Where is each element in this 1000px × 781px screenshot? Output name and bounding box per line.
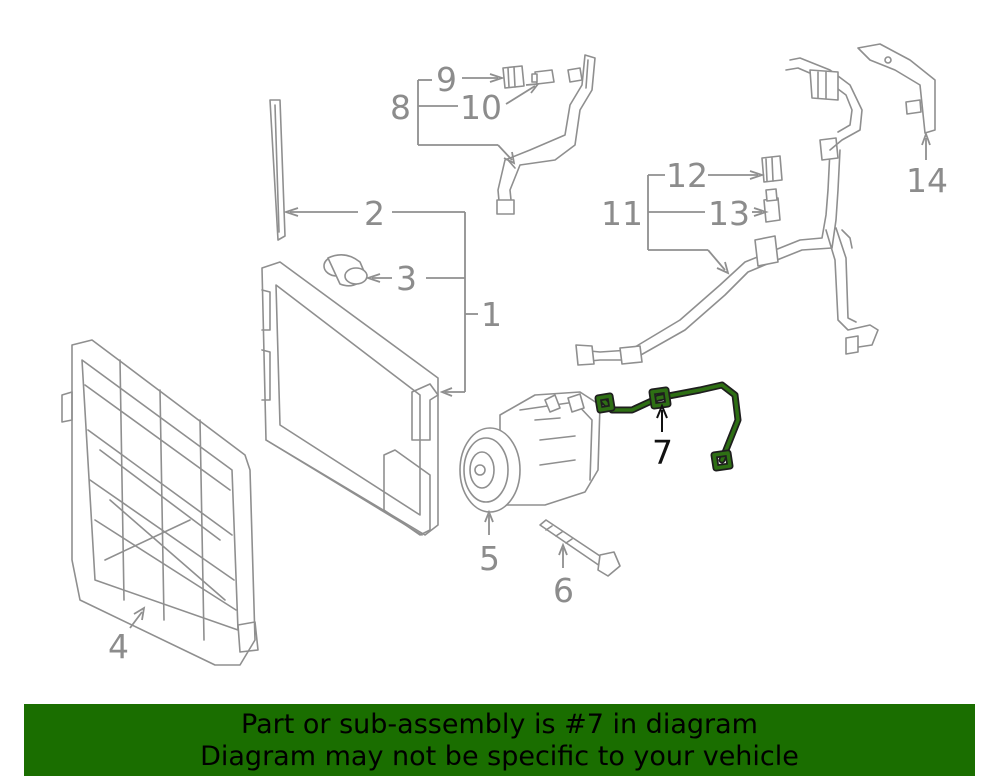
banner-line-1: Part or sub-assembly is #7 in diagram [241,709,758,740]
part-10-valve [531,69,555,85]
callout-9: 9 [436,60,457,99]
parts-diagram: 1 2 3 4 5 6 7 8 9 10 11 12 13 14 [61,43,948,666]
banner-line-2: Diagram may not be specific to your vehi… [200,741,799,772]
part-1-condenser [261,261,439,536]
part-12-cap [761,155,783,183]
part-2-rod [269,99,286,241]
callout-5: 5 [479,539,500,578]
callout-3: 3 [396,259,417,298]
part-7-leader [656,403,668,432]
callout-1: 1 [481,295,502,334]
part-5-compressor [459,391,601,513]
callout-12: 12 [666,156,708,195]
callout-4: 4 [108,627,129,666]
info-banner: Part or sub-assembly is #7 in diagram Di… [24,704,975,776]
part-11-upper-hose [785,57,863,151]
part-11-hose [575,137,879,366]
part-4-frame [61,339,259,666]
part-8-fitting [567,67,583,83]
part-13-valve [763,188,781,223]
part-9-cap [502,65,525,89]
part-14-bracket [857,43,936,134]
callout-14: 14 [906,161,948,200]
part-3-plug [323,254,368,287]
callout-11: 11 [601,194,643,233]
callout-6: 6 [553,571,574,610]
leader-lines [129,73,931,629]
callout-7: 7 [652,433,673,472]
callout-10: 10 [460,88,502,127]
callout-13: 13 [708,194,750,233]
part-6-bolt [539,519,621,577]
part-7-hose [594,381,742,472]
callout-2: 2 [364,194,385,233]
callout-8: 8 [390,88,411,127]
